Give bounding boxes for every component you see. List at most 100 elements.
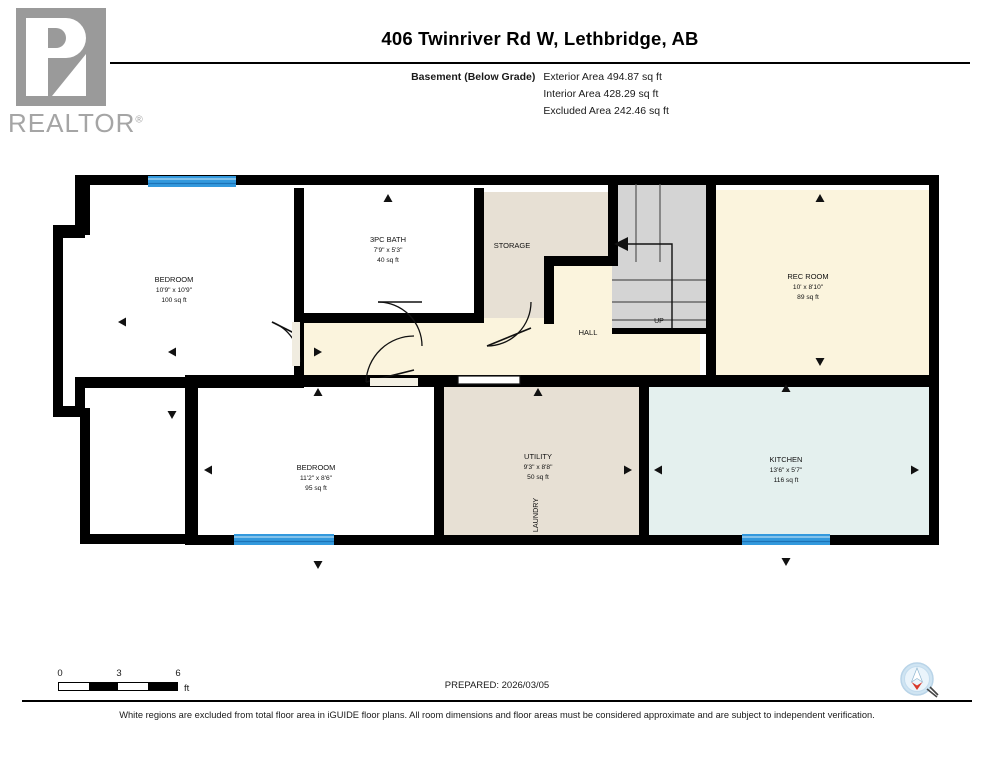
room-fill-bedroom-upper-left xyxy=(60,180,298,412)
realtor-wordmark-text: REALTOR xyxy=(8,108,136,138)
wall-storage-lower-left xyxy=(544,256,554,324)
interior-area: Interior Area 428.29 sq ft xyxy=(543,88,659,100)
level-name: Basement (Below Grade) xyxy=(411,71,536,83)
room-name: LAUNDRY xyxy=(531,498,540,532)
room-name: KITCHEN xyxy=(770,455,803,464)
wall-stairs-bottom xyxy=(612,328,712,334)
room-fill-bedroom-lower-left xyxy=(195,385,440,540)
wall-lower-left xyxy=(188,378,198,544)
room-area: 116 sq ft xyxy=(774,477,799,484)
room-name: REC ROOM xyxy=(787,272,828,281)
realtor-r-stem xyxy=(26,18,48,96)
room-dimensions: 13'6" x 5'7" xyxy=(770,467,803,474)
title-divider xyxy=(110,62,970,64)
wall-utility-kitchen xyxy=(639,385,649,543)
stairs-up-label: UP xyxy=(654,318,664,325)
prepared-date: PREPARED: 2026/03/05 xyxy=(444,680,550,691)
room-label-laundry: LAUNDRY xyxy=(531,498,540,532)
room-label-rec-room: REC ROOM 10' x 8'10" 89 sq ft xyxy=(787,272,828,301)
scale-bar-graphic xyxy=(58,682,178,691)
scale-segment xyxy=(59,683,89,690)
room-label-kitchen: KITCHEN 13'6" x 5'7" 116 sq ft xyxy=(770,455,803,484)
door-bedroom-upper xyxy=(271,321,301,366)
room-fill-bath xyxy=(300,198,478,318)
stairs-treads xyxy=(612,184,706,321)
room-fill-rec-room xyxy=(712,190,930,382)
dimension-arrow xyxy=(313,561,323,569)
wall-bath-bottom xyxy=(294,313,484,323)
scale-unit-label: ft xyxy=(184,683,190,694)
wall-bedroom-left-edge-lower xyxy=(80,408,90,544)
excluded-area: Excluded Area 242.46 sq ft xyxy=(543,105,669,117)
scale-segment xyxy=(118,683,148,690)
stairs-fill xyxy=(612,182,712,332)
realtor-wordmark: REALTOR® xyxy=(8,108,144,139)
compass-inner-ring xyxy=(904,666,930,692)
realtor-registered-mark: ® xyxy=(135,114,144,126)
room-dimensions: 10'9" x 10'9" xyxy=(156,287,193,294)
scale-segment xyxy=(147,683,177,690)
realtor-logo: REALTOR® xyxy=(8,8,143,138)
scale-tick-0: 0 xyxy=(57,668,63,679)
wall-bay-left xyxy=(53,228,63,416)
compass-rose xyxy=(900,662,939,698)
wall-stairs-right xyxy=(706,184,716,382)
wall-storage-right xyxy=(608,184,618,264)
room-dimensions: 7'9" x 5'3" xyxy=(374,247,403,254)
wall-bedroom-left-edge xyxy=(80,175,90,235)
door-bath xyxy=(377,301,423,347)
wall-bath-storage xyxy=(474,188,484,323)
window-bedroom-upper-top xyxy=(148,176,236,187)
room-fill-kitchen xyxy=(645,382,930,540)
dimension-arrow xyxy=(167,411,177,419)
compass-needle-north xyxy=(910,667,924,683)
realtor-r-bowl-inner xyxy=(48,28,66,48)
room-name: BEDROOM xyxy=(155,275,194,284)
scale-bar: 0 3 6 ft xyxy=(57,668,208,698)
room-label-bedroom-upper-left: BEDROOM 10'9" x 10'9" 100 sq ft xyxy=(155,275,194,304)
stairs-label: UP xyxy=(654,318,664,325)
footer-divider xyxy=(22,700,972,702)
room-label-hall: HALL xyxy=(579,328,598,337)
floorplan-drawing: BEDROOM 10'9" x 10'9" 100 sq ft 3PC BATH… xyxy=(53,175,939,569)
scale-tick-6: 6 xyxy=(175,668,181,679)
room-label-utility: UTILITY 9'3" x 8'8" 50 sq ft xyxy=(524,452,553,481)
room-fill-hall xyxy=(300,262,700,382)
compass-north-marker xyxy=(926,686,939,698)
disclaimer-text: White regions are excluded from total fl… xyxy=(119,710,875,720)
room-area: 100 sq ft xyxy=(161,297,186,304)
room-name: BEDROOM xyxy=(297,463,336,472)
window-kitchen-bottom xyxy=(742,534,830,545)
room-dimensions: 11'2" x 8'6" xyxy=(300,475,333,482)
page-title: 406 Twinriver Rd W, Lethbridge, AB xyxy=(381,28,699,49)
wall-bedroom-lower-left-foot xyxy=(80,534,195,544)
room-label-bedroom-lower-left: BEDROOM 11'2" x 8'6" 95 sq ft xyxy=(297,463,336,492)
room-name: UTILITY xyxy=(524,452,552,461)
room-label-bath: 3PC BATH 7'9" x 5'3" 40 sq ft xyxy=(370,235,406,264)
wall-bedroom-bath xyxy=(294,188,304,388)
room-fill-utility xyxy=(440,385,645,540)
door-bedroom-lower xyxy=(365,335,418,386)
room-area: 89 sq ft xyxy=(797,294,819,301)
window-bedroom-lower-bottom xyxy=(234,534,334,545)
door-kitchen-pass xyxy=(457,375,521,385)
dimension-arrow xyxy=(781,558,791,566)
wall-bay-top xyxy=(53,228,85,238)
scale-tick-3: 3 xyxy=(116,668,122,679)
room-dimensions: 10' x 8'10" xyxy=(793,284,824,291)
scale-ticks: 0 3 6 xyxy=(57,668,208,680)
room-label-storage: STORAGE xyxy=(494,241,531,250)
door-storage xyxy=(486,301,532,347)
wall-bedroom-utility xyxy=(434,385,444,543)
room-area: 50 sq ft xyxy=(527,474,549,481)
compass-needle-south xyxy=(911,682,923,690)
room-name: 3PC BATH xyxy=(370,235,406,244)
stairs-direction-arrowhead xyxy=(614,237,628,251)
exterior-area: Exterior Area 494.87 sq ft xyxy=(543,71,662,83)
room-fill-bedroom-bay xyxy=(60,230,80,372)
room-name: HALL xyxy=(579,328,598,337)
room-dimensions: 9'3" x 8'8" xyxy=(524,464,553,471)
wall-bay-bottom xyxy=(53,406,85,416)
realtor-r-leg xyxy=(52,54,86,96)
title-block: 406 Twinriver Rd W, Lethbridge, AB xyxy=(110,28,970,57)
